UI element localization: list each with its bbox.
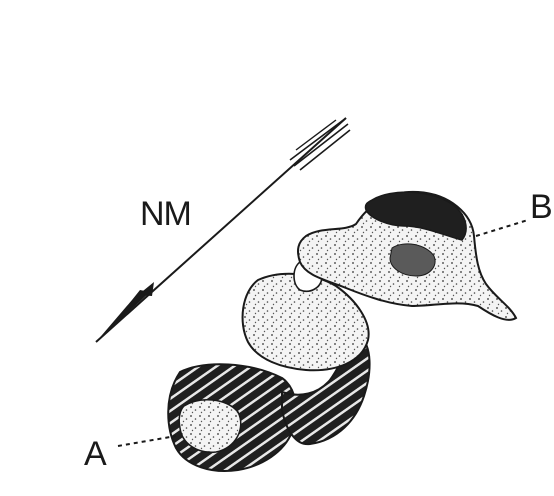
leader-a [118, 436, 176, 446]
outcrop-lower [168, 364, 296, 471]
site-b-label: B [530, 190, 553, 224]
north-arrow-label: NM [140, 197, 191, 231]
site-a-label: A [84, 437, 107, 471]
leader-b [476, 220, 528, 236]
